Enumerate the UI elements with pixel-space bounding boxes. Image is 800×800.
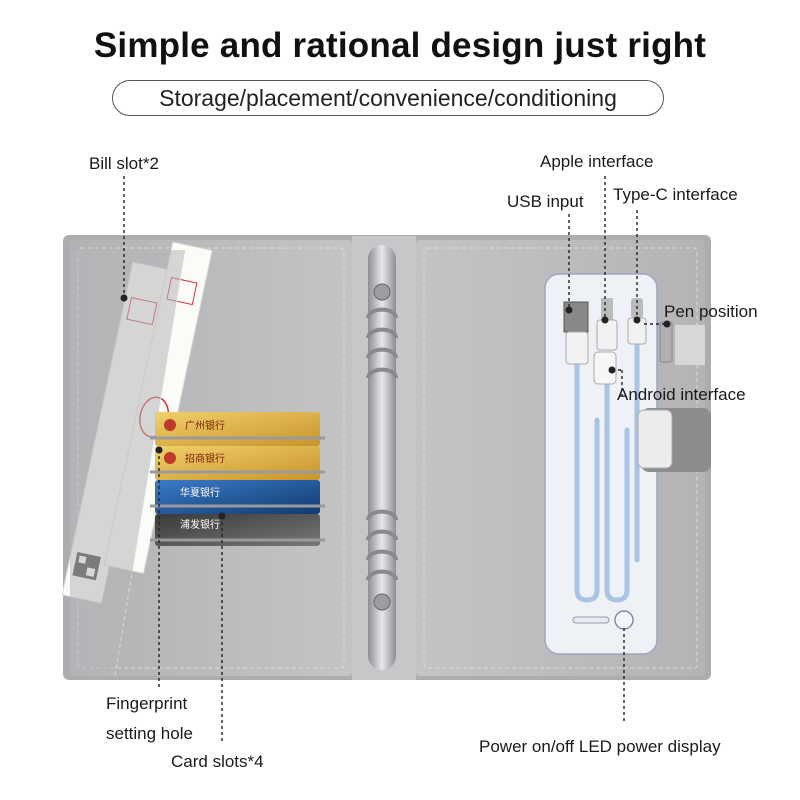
card-slots: 广州银行 招商银行 华夏银行 浦发银行	[150, 412, 325, 546]
subtitle-text: Storage/placement/convenience/conditioni…	[159, 84, 617, 111]
label-fingerprint-line2: setting hole	[106, 724, 193, 743]
label-type-c-interface: Type-C interface	[613, 185, 738, 204]
card-bank-4: 浦发银行	[180, 518, 220, 531]
label-android-interface: Android interface	[617, 385, 746, 404]
label-card-slots: Card slots*4	[171, 752, 264, 771]
card-bank-1: 广州银行	[185, 419, 225, 432]
label-apple-interface: Apple interface	[540, 152, 654, 171]
pen-loop	[659, 321, 705, 365]
label-fingerprint-line1: Fingerprint	[106, 694, 188, 713]
cable-tray	[544, 273, 658, 655]
page-title: Simple and rational design just right	[93, 26, 707, 65]
label-power-led: Power on/off LED power display	[479, 737, 721, 756]
label-usb-input: USB input	[507, 192, 584, 211]
callout-dots	[120, 294, 671, 520]
callout-lines	[123, 176, 666, 742]
card-bank-2: 招商银行	[185, 452, 225, 465]
label-bill-slot: Bill slot*2	[89, 154, 159, 173]
magnetic-clasp	[637, 408, 711, 472]
subtitle-pill: Storage/placement/convenience/conditioni…	[112, 80, 664, 116]
card-bank-3: 华夏银行	[180, 486, 220, 499]
label-pen-position: Pen position	[664, 302, 758, 321]
binder-rings	[366, 245, 398, 670]
bill-slot	[61, 241, 213, 677]
